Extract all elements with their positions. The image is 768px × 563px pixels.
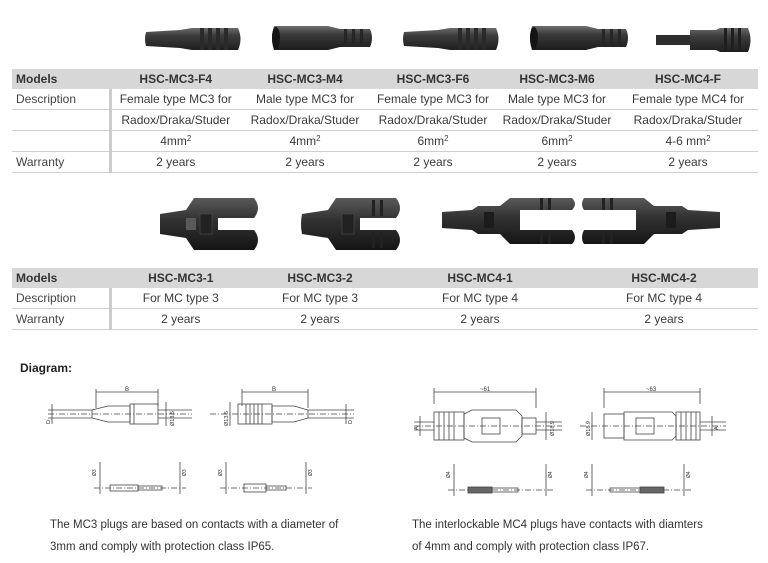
table-cell: 2 years xyxy=(570,308,758,330)
table-cell: Radox/Draka/Studer xyxy=(496,109,618,131)
table-cell: Radox/Draka/Studer xyxy=(618,109,758,131)
mc3-male-contact-drawing: Ø3 Ø3 xyxy=(218,462,314,494)
svg-text:B: B xyxy=(272,387,276,393)
svg-text:Ø3: Ø3 xyxy=(308,469,314,476)
table-header-row: Models HSC-MC3-F4 HSC-MC3-M4 HSC-MC3-F6 … xyxy=(12,69,758,89)
connector-image-mc3-f4 xyxy=(145,28,241,50)
table-cell: Female type MC4 for xyxy=(618,89,758,110)
row-label: Warranty xyxy=(12,308,112,330)
svg-text:Ø3: Ø3 xyxy=(182,469,188,476)
svg-text:Ø4: Ø4 xyxy=(686,471,692,478)
mc4-male-drawing: ~63 Ø18.9 A xyxy=(580,387,726,441)
table-header-cell: HSC-MC3-F6 xyxy=(370,69,496,89)
branch-image-mc3-2 xyxy=(301,198,400,250)
mc3-male-drawing: B Ø13.5 D xyxy=(210,387,354,426)
svg-text:Ø18.9: Ø18.9 xyxy=(586,421,592,436)
diagram-title: Diagram: xyxy=(20,361,73,375)
spec-table-1: Models HSC-MC3-F4 HSC-MC3-M4 HSC-MC3-F6 … xyxy=(12,69,758,173)
mc4-male-contact-drawing: Ø4 Ø4 xyxy=(584,464,692,496)
svg-text:D: D xyxy=(348,420,354,424)
svg-text:~61: ~61 xyxy=(480,387,491,393)
table-cell: 2 years xyxy=(390,308,570,330)
table-cell: 2 years xyxy=(110,308,250,330)
svg-text:A: A xyxy=(414,426,420,430)
table-header-cell: Models xyxy=(12,69,112,89)
table-header-row: Models HSC-MC3-1 HSC-MC3-2 HSC-MC4-1 HSC… xyxy=(12,268,758,288)
table-row: Radox/Draka/Studer Radox/Draka/Studer Ra… xyxy=(12,109,758,131)
svg-text:Ø13.5: Ø13.5 xyxy=(224,411,230,426)
table-cell: Radox/Draka/Studer xyxy=(110,109,240,131)
table-cell: 4-6 mm2 xyxy=(618,130,758,152)
svg-text:Ø3: Ø3 xyxy=(92,469,98,476)
mc4-female-contact-drawing: Ø4 Ø4 xyxy=(446,464,554,496)
row-label: Description xyxy=(12,288,112,309)
row-label: Description xyxy=(12,89,112,110)
table-cell: Male type MC3 for xyxy=(496,89,618,110)
svg-text:Ø18.9: Ø18.9 xyxy=(550,421,556,436)
svg-text:Ø4: Ø4 xyxy=(446,471,452,478)
table-header-cell: HSC-MC3-M6 xyxy=(496,69,618,89)
table-cell: Male type MC3 for xyxy=(240,89,370,110)
branch-image-mc4-2 xyxy=(582,198,720,244)
table-header-cell: HSC-MC3-M4 xyxy=(240,69,370,89)
connector-image-mc3-f6 xyxy=(403,28,499,50)
svg-text:B: B xyxy=(125,387,129,393)
table-cell: For MC type 3 xyxy=(250,288,390,309)
table-cell: For MC type 3 xyxy=(110,288,250,309)
mc3-caption: The MC3 plugs are based on contacts with… xyxy=(50,519,339,553)
connector-image-mc3-m6 xyxy=(530,26,628,50)
branch-image-mc4-1 xyxy=(442,198,575,244)
svg-text:Ø3: Ø3 xyxy=(218,469,224,476)
branch-image-mc3-1 xyxy=(160,198,258,250)
table-header-cell: Models xyxy=(12,268,112,288)
table-cell: 2 years xyxy=(250,308,390,330)
svg-text:Ø13.5: Ø13.5 xyxy=(170,411,176,426)
table-cell: Female type MC3 for xyxy=(110,89,240,110)
table-row: Warranty 2 years 2 years 2 years 2 years… xyxy=(12,151,758,173)
table-row: Description Female type MC3 for Male typ… xyxy=(12,89,758,110)
table-cell: 4mm2 xyxy=(110,130,240,152)
table-row: Description For MC type 3 For MC type 3 … xyxy=(12,288,758,309)
table-cell: For MC type 4 xyxy=(570,288,758,309)
table-header-cell: HSC-MC4-2 xyxy=(570,268,758,288)
svg-text:Ø4: Ø4 xyxy=(584,471,590,478)
mc4-female-drawing: ~61 A Ø18.9 xyxy=(414,387,562,443)
table-cell: 2 years xyxy=(496,151,618,173)
table-cell: 4mm2 xyxy=(240,130,370,152)
table-cell: For MC type 4 xyxy=(390,288,570,309)
spec-table-2: Models HSC-MC3-1 HSC-MC3-2 HSC-MC4-1 HSC… xyxy=(12,268,758,330)
table-cell: 6mm2 xyxy=(370,130,496,152)
mc4-caption: The interlockable MC4 plugs have contact… xyxy=(412,519,703,553)
table-cell: Radox/Draka/Studer xyxy=(240,109,370,131)
table-cell: Radox/Draka/Studer xyxy=(370,109,496,131)
table-row: Warranty 2 years 2 years 2 years 2 years xyxy=(12,308,758,330)
svg-text:~63: ~63 xyxy=(646,387,657,393)
table-cell: 2 years xyxy=(370,151,496,173)
table-cell: Female type MC3 for xyxy=(370,89,496,110)
mc3-female-contact-drawing: Ø3 Ø3 xyxy=(92,462,188,494)
table-header-cell: HSC-MC3-F4 xyxy=(110,69,240,89)
table-cell: 2 years xyxy=(618,151,758,173)
table-header-cell: HSC-MC4-F xyxy=(618,69,758,89)
table-row: 4mm2 4mm2 6mm2 6mm2 4-6 mm2 xyxy=(12,130,758,152)
connector-image-mc4-f xyxy=(656,28,751,52)
table-header-cell: HSC-MC3-2 xyxy=(250,268,390,288)
table-cell: 2 years xyxy=(110,151,240,173)
svg-text:A: A xyxy=(714,426,720,430)
connector-image-mc3-m4 xyxy=(272,26,372,50)
table-cell: 2 years xyxy=(240,151,370,173)
table-cell: 6mm2 xyxy=(496,130,618,152)
row-label: Warranty xyxy=(12,151,112,173)
svg-text:Ø4: Ø4 xyxy=(548,471,554,478)
table-header-cell: HSC-MC3-1 xyxy=(110,268,250,288)
table-header-cell: HSC-MC4-1 xyxy=(390,268,570,288)
svg-text:D: D xyxy=(46,420,52,424)
mc3-female-drawing: B D Ø13.5 xyxy=(46,387,192,426)
